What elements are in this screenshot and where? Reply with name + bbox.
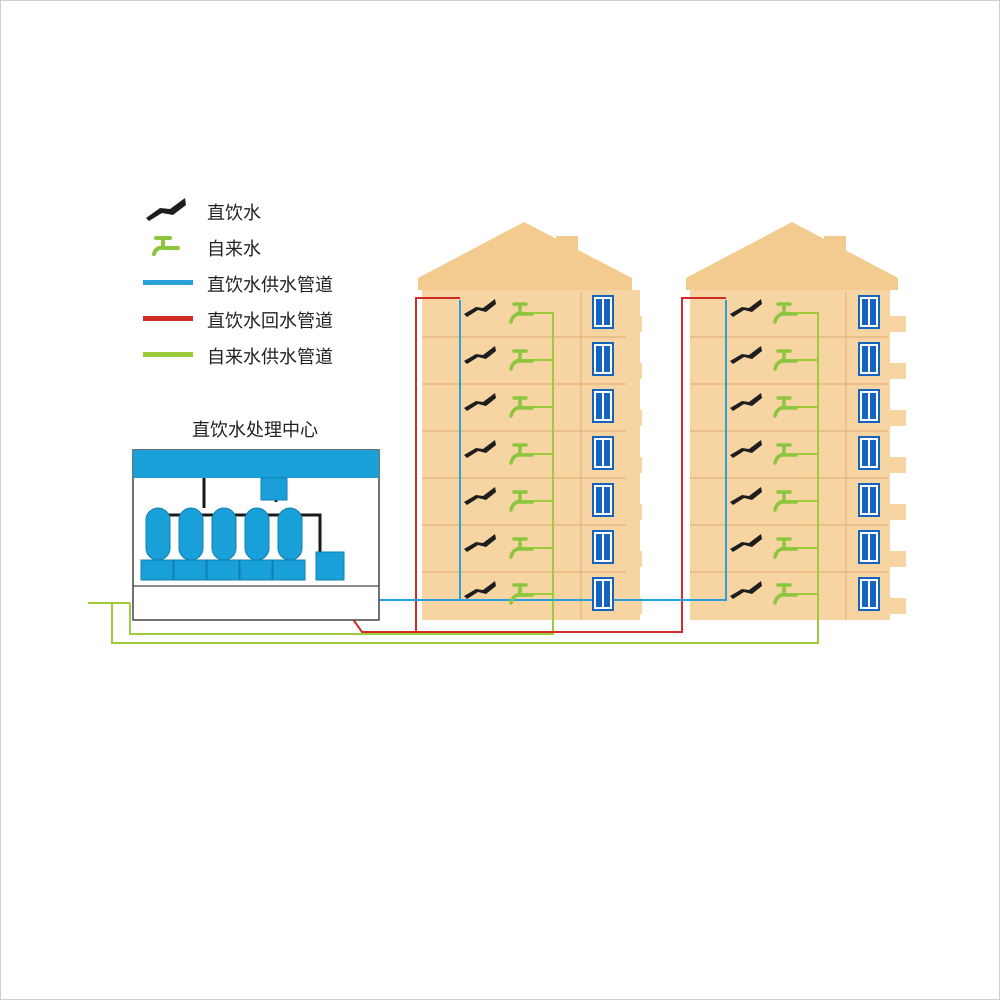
blue-pipe-line (143, 280, 193, 285)
building-2-balconies (888, 316, 906, 614)
tap-water-faucet-icon (152, 236, 180, 256)
green-pipe-line (143, 352, 193, 357)
building-1-balconies (626, 316, 642, 614)
legend-item-red-pipe: 直饮水回水管道 (140, 304, 400, 334)
legend-label: 自来水 (207, 239, 261, 260)
red-pipe-network (344, 297, 726, 633)
legend-label: 自来水供水管道 (207, 347, 333, 368)
red-pipe-line (143, 316, 193, 321)
legend-label: 直饮水 (207, 203, 261, 224)
legend-label: 直饮水供水管道 (207, 275, 333, 296)
treatment-center (132, 449, 380, 621)
legend-item-direct-drinking: 直饮水 (140, 196, 400, 226)
building-2-roof (686, 222, 898, 290)
building-1-floor-lines (422, 336, 626, 573)
top-tank (260, 477, 288, 501)
building-2-floor-lines (690, 336, 888, 573)
legend-label: 直饮水回水管道 (207, 311, 333, 332)
building-1-windows (592, 295, 614, 611)
building-2-windows (858, 295, 880, 611)
treatment-center-title: 直饮水处理中心 (192, 420, 318, 441)
legend-item-blue-pipe: 直饮水供水管道 (140, 268, 400, 298)
legend-item-green-pipe: 自来水供水管道 (140, 340, 400, 370)
building-1-roof (418, 222, 632, 290)
treatment-center-roof (133, 450, 379, 478)
legend-item-tap-water: 自来水 (140, 232, 400, 262)
direct-drinking-faucet-icon (146, 198, 186, 221)
filter-tanks (140, 507, 345, 581)
